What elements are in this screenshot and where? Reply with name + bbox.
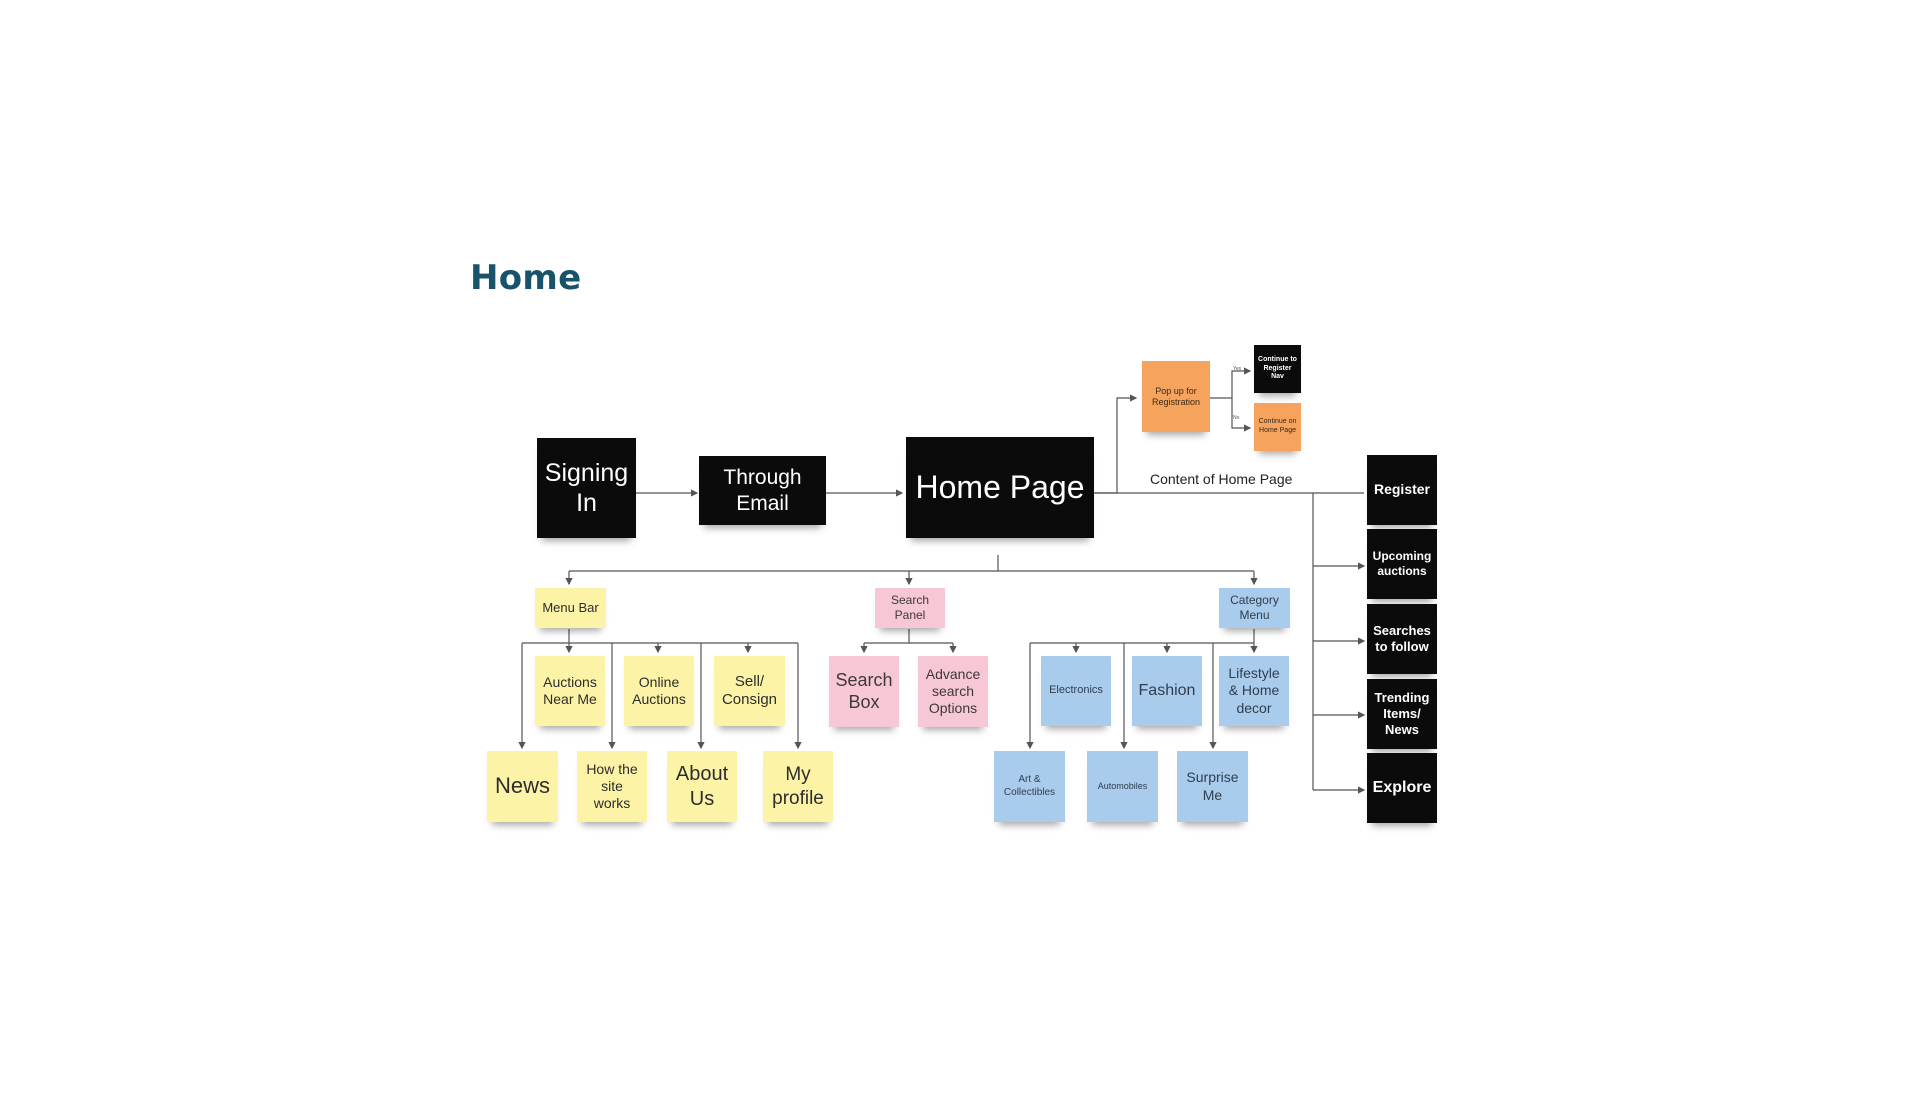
yes-label: Yes bbox=[1233, 366, 1242, 372]
home-page-node: Home Page bbox=[906, 437, 1094, 538]
sell-consign-node: Sell/ Consign bbox=[714, 656, 785, 726]
content-of-home-label: Content of Home Page bbox=[1150, 471, 1293, 487]
register-node: Register bbox=[1367, 455, 1437, 525]
continue-register-node: Continue to Register Nav bbox=[1254, 345, 1301, 393]
fashion-node: Fashion bbox=[1132, 656, 1202, 726]
category-menu-node: Category Menu bbox=[1219, 588, 1290, 628]
online-auctions-node: Online Auctions bbox=[624, 656, 694, 726]
search-panel-node: Search Panel bbox=[875, 588, 945, 628]
about-us-node: About Us bbox=[667, 751, 737, 822]
surprise-me-node: Surprise Me bbox=[1177, 751, 1248, 822]
page-title: Home bbox=[470, 258, 582, 298]
explore-node: Explore bbox=[1367, 753, 1437, 823]
advance-search-node: Advance search Options bbox=[918, 656, 988, 727]
continue-home-node: Continue on Home Page bbox=[1254, 403, 1301, 451]
auctions-near-me-node: Auctions Near Me bbox=[535, 656, 605, 726]
trending-node: Trending Items/ News bbox=[1367, 679, 1437, 749]
automobiles-node: Automobiles bbox=[1087, 751, 1158, 822]
upcoming-auctions-node: Upcoming auctions bbox=[1367, 529, 1437, 599]
searches-follow-node: Searches to follow bbox=[1367, 604, 1437, 674]
lifestyle-node: Lifestyle & Home decor bbox=[1219, 656, 1289, 726]
electronics-node: Electronics bbox=[1041, 656, 1111, 726]
popup-registration-node: Pop up for Registration bbox=[1142, 361, 1210, 432]
search-box-node: Search Box bbox=[829, 656, 899, 727]
through-email-node: Through Email bbox=[699, 456, 826, 525]
signing-in-node: Signing In bbox=[537, 438, 636, 538]
no-label: No bbox=[1233, 415, 1240, 421]
news-node: News bbox=[487, 751, 558, 822]
menu-bar-node: Menu Bar bbox=[535, 588, 606, 628]
how-site-works-node: How the site works bbox=[577, 751, 647, 822]
art-collectibles-node: Art & Collectibles bbox=[994, 751, 1065, 822]
my-profile-node: My profile bbox=[763, 751, 833, 822]
